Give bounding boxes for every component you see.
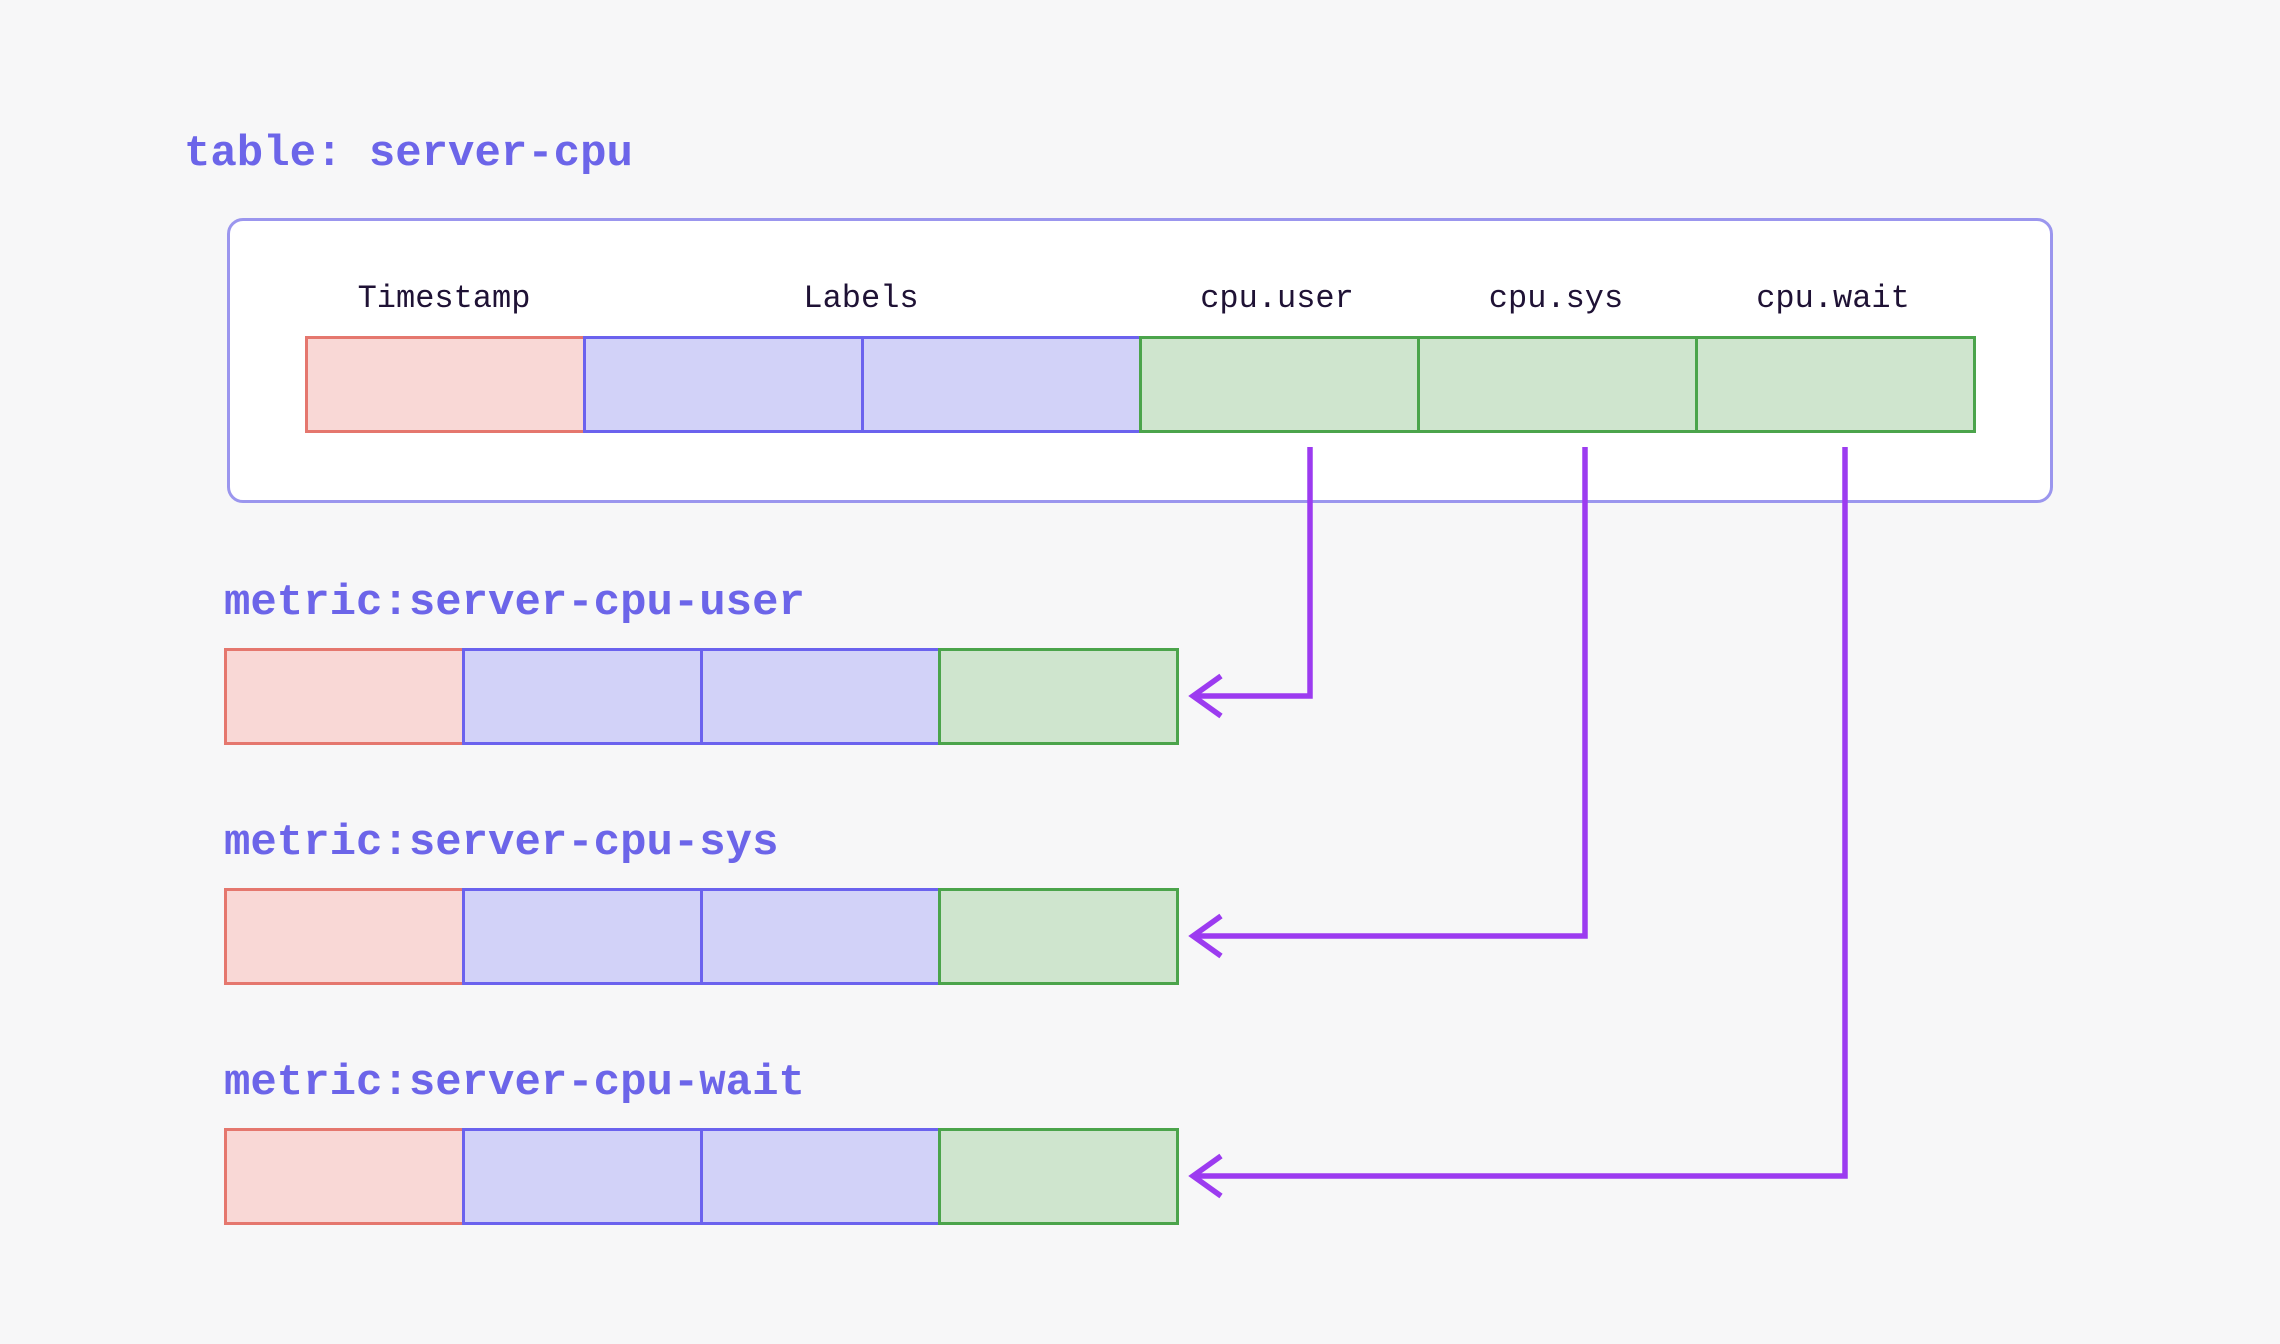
column-header-cpu-sys: cpu.sys: [1488, 280, 1624, 317]
metric-0-cell-labels: [700, 648, 941, 745]
mapping-arrow: [1188, 447, 1848, 1199]
column-header-cpu-user: cpu.user: [1200, 280, 1354, 317]
metric-1-cell-labels: [462, 888, 703, 985]
column-header-labels: Labels: [803, 280, 919, 317]
metric-label-user: metric:server-cpu-user: [224, 578, 805, 628]
mapping-arrow: [1188, 447, 1588, 959]
table-cell-timestamp: [305, 336, 586, 433]
metric-label-wait: metric:server-cpu-wait: [224, 1058, 805, 1108]
table-cell-metric: [1695, 336, 1976, 433]
metric-0-cell-metric: [938, 648, 1179, 745]
metric-0-cell-labels: [462, 648, 703, 745]
column-header-timestamp: Timestamp: [357, 280, 531, 317]
metric-2-cell-metric: [938, 1128, 1179, 1225]
metric-1-cell-labels: [700, 888, 941, 985]
metric-2-cell-labels: [462, 1128, 703, 1225]
metric-1-cell-timestamp: [224, 888, 465, 985]
table-cell-labels: [861, 336, 1142, 433]
table-title: table: server-cpu: [184, 129, 633, 179]
table-cell-labels: [583, 336, 864, 433]
metric-2-cell-labels: [700, 1128, 941, 1225]
metric-0-cell-timestamp: [224, 648, 465, 745]
metric-2-cell-timestamp: [224, 1128, 465, 1225]
metric-label-sys: metric:server-cpu-sys: [224, 818, 779, 868]
table-cell-metric: [1139, 336, 1420, 433]
table-cell-metric: [1417, 336, 1698, 433]
column-header-cpu-wait: cpu.wait: [1756, 280, 1910, 317]
metric-1-cell-metric: [938, 888, 1179, 985]
